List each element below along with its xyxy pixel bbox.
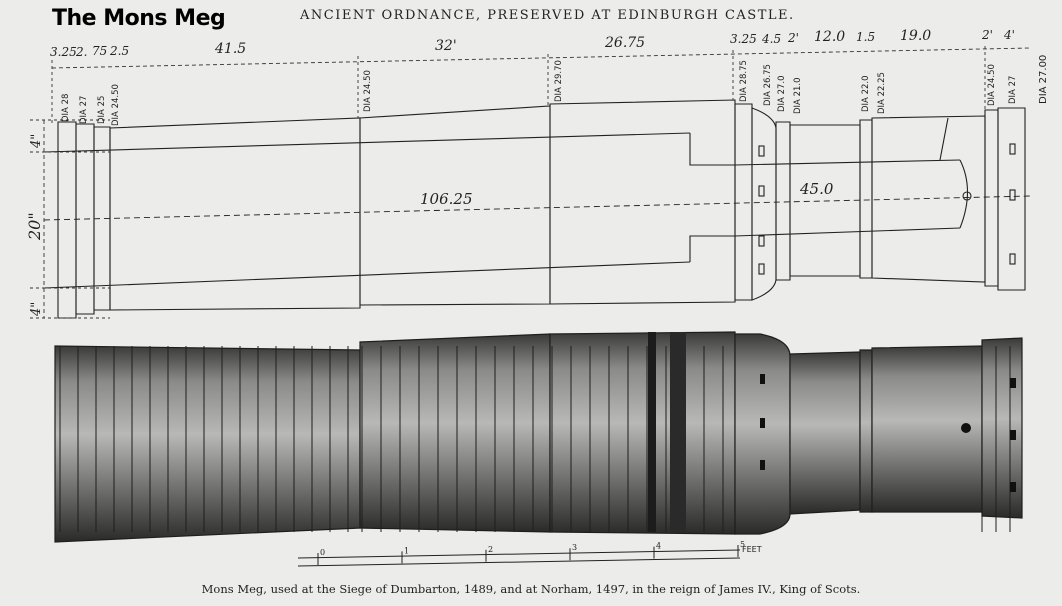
diameter-label: DIA 27 [79, 96, 89, 124]
height-label: 20" [25, 212, 44, 241]
engraving-title: ANCIENT ORDNANCE, PRESERVED AT EDINBURGH… [300, 8, 795, 23]
length-label: 3.25 [730, 32, 757, 46]
diameter-label: DIA 22.25 [877, 72, 887, 114]
length-label: 12.0 [814, 29, 845, 45]
length-label: 2' [787, 31, 799, 45]
breech-section [109, 117, 361, 311]
diameter-label: DIA 24.50 [111, 84, 121, 126]
muzzle-face [997, 107, 1026, 291]
muzzle-ring [984, 109, 999, 287]
forward-section [549, 99, 736, 305]
breech-ring [57, 121, 77, 319]
length-label: 26.75 [604, 35, 645, 51]
bore-length-label: 106.25 [420, 190, 473, 208]
diameter-label: DIA 29.70 [554, 60, 564, 102]
diameter-label: DIA 27.0 [777, 76, 787, 113]
length-label: 41.5 [214, 41, 246, 57]
diameter-label: DIA 24.50 [987, 64, 997, 106]
scale-tick-label: 5 [740, 540, 745, 549]
diameter-label: DIA 28.75 [739, 60, 749, 102]
diameter-label: DIA 26.75 [763, 64, 773, 106]
chase-ring [859, 119, 873, 279]
reinforce-ring [734, 103, 753, 301]
barrel-hoops [59, 346, 1011, 532]
diameter-label: DIA 28 [61, 94, 71, 122]
length-label: 75 [92, 44, 107, 58]
scale-bar: 0 1 2 3 4 5 FEET [297, 540, 762, 567]
reinforce-ring [775, 121, 791, 281]
length-label: 2. [75, 45, 87, 59]
section-drawing [43, 99, 1031, 319]
length-label: 19.0 [900, 28, 931, 44]
diameter-label: DIA 27.00 [1038, 55, 1049, 104]
scale-tick-label: 2 [488, 545, 493, 554]
diameter-label: DIA 22.0 [861, 76, 871, 113]
scale-tick-label: 3 [572, 543, 577, 552]
overlay-title: The Mons Meg [52, 6, 226, 31]
length-label: 32' [435, 38, 457, 54]
scale-tick-label: 4 [656, 542, 661, 551]
length-label: 3.25 [50, 45, 77, 59]
caption: Mons Meg, used at the Siege of Dumbarton… [201, 582, 861, 596]
scale-unit-label: FEET [742, 545, 762, 554]
length-label: 4.5 [761, 32, 781, 46]
scale-tick-label: 0 [320, 548, 325, 557]
length-label: 2' [981, 28, 993, 42]
diameter-label: DIA 25 [97, 96, 107, 124]
scale-tick-label: 1 [404, 546, 409, 555]
chamber-length-label: 45.0 [799, 180, 834, 198]
diameter-label: DIA 27 [1008, 76, 1018, 104]
breech-ring [75, 123, 95, 315]
diameter-label: DIA 24.50 [363, 70, 373, 112]
length-label: 1.5 [856, 30, 875, 44]
length-label: 4' [1003, 28, 1015, 42]
height-label: 4" [29, 134, 44, 149]
diameter-label: DIA 21.0 [793, 78, 803, 115]
height-label: 4" [29, 302, 44, 317]
length-label: 2.5 [109, 44, 129, 58]
gun-engraving [54, 331, 1023, 543]
dimension-lines [30, 46, 1031, 319]
